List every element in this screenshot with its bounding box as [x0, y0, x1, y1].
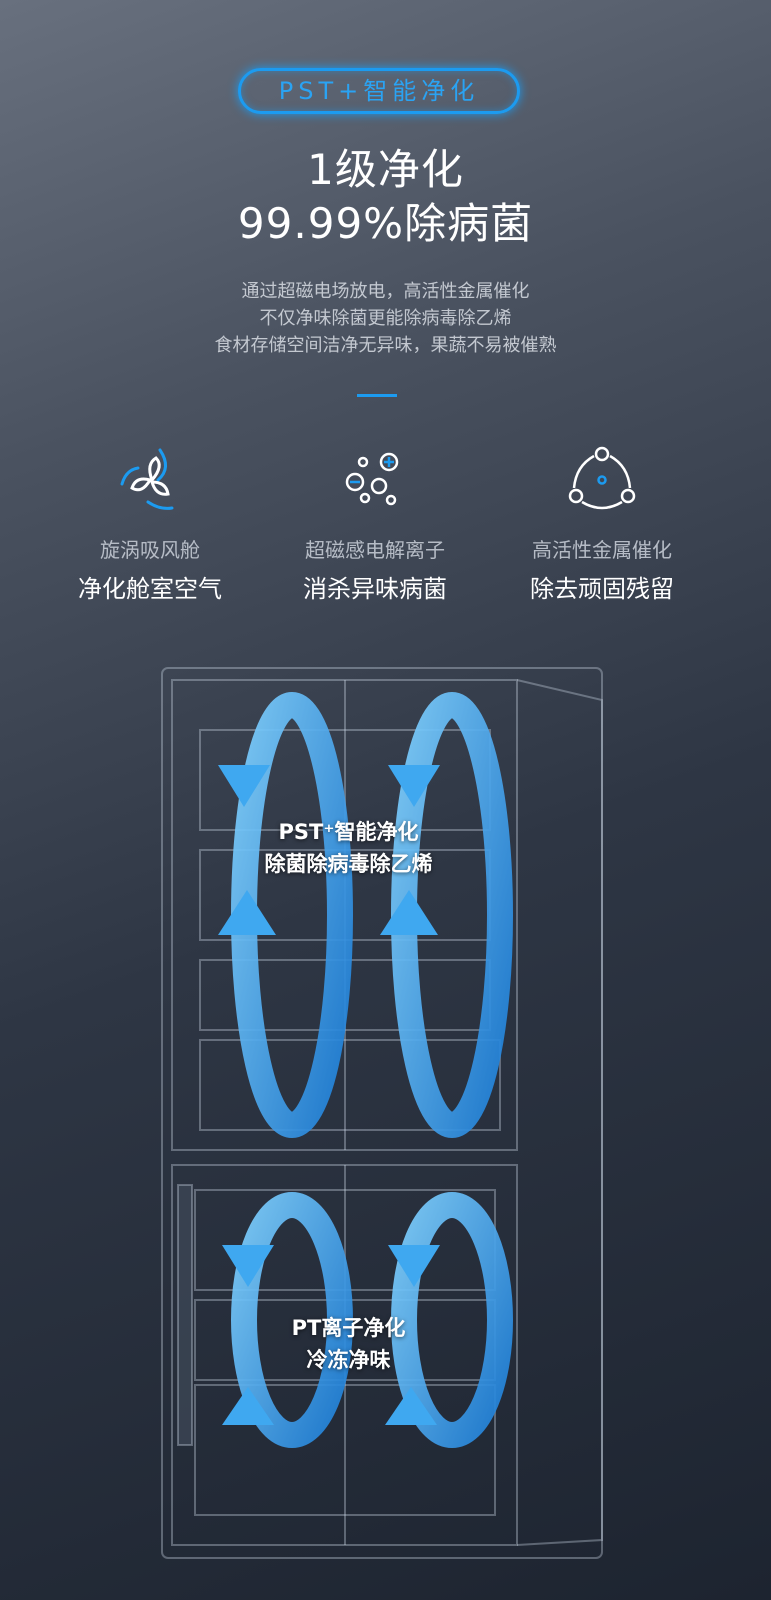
feature-label: 超磁感电解离子	[305, 538, 445, 562]
feature-catalyst: 高活性金属催化 除去顽固残留	[482, 440, 722, 604]
headline-line-2: 99.99%除病菌	[237, 199, 534, 248]
upper-zone-subtitle: 除菌除病毒除乙烯	[264, 852, 433, 876]
description: 通过超磁电场放电，高活性金属催化 不仅净味除菌更能除病毒除乙烯 食材存储空间洁净…	[0, 278, 771, 359]
divider	[357, 394, 397, 397]
airflow-arrows	[218, 765, 440, 1425]
lower-zone-subtitle: 冷冻净味	[306, 1348, 391, 1372]
feature-label: 高活性金属催化	[532, 538, 672, 562]
feature-desc: 除去顽固残留	[530, 575, 674, 603]
description-line: 食材存储空间洁净无异味，果蔬不易被催熟	[214, 335, 557, 356]
description-line: 不仅净味除菌更能除病毒除乙烯	[259, 308, 512, 329]
headline-line-1: 1级净化	[307, 145, 464, 194]
feature-vortex: 旋涡吸风舱 净化舱室空气	[30, 440, 270, 604]
ions-icon	[345, 452, 399, 506]
feature-desc: 消杀异味病菌	[303, 575, 447, 603]
feature-label: 旋涡吸风舱	[100, 538, 200, 562]
fridge-illustration	[161, 667, 603, 1559]
description-line: 通过超磁电场放电，高活性金属催化	[241, 281, 530, 302]
upper-zone-title: PST⁺智能净化	[278, 820, 419, 844]
vortex-fan-icon	[120, 448, 174, 510]
lower-zone-title: PT离子净化	[291, 1316, 406, 1340]
feature-badge: PST+智能净化	[238, 68, 520, 114]
feature-desc: 净化舱室空气	[78, 575, 222, 603]
feature-ions: 超磁感电解离子 消杀异味病菌	[255, 440, 495, 604]
metal-catalyst-icon	[568, 446, 636, 510]
